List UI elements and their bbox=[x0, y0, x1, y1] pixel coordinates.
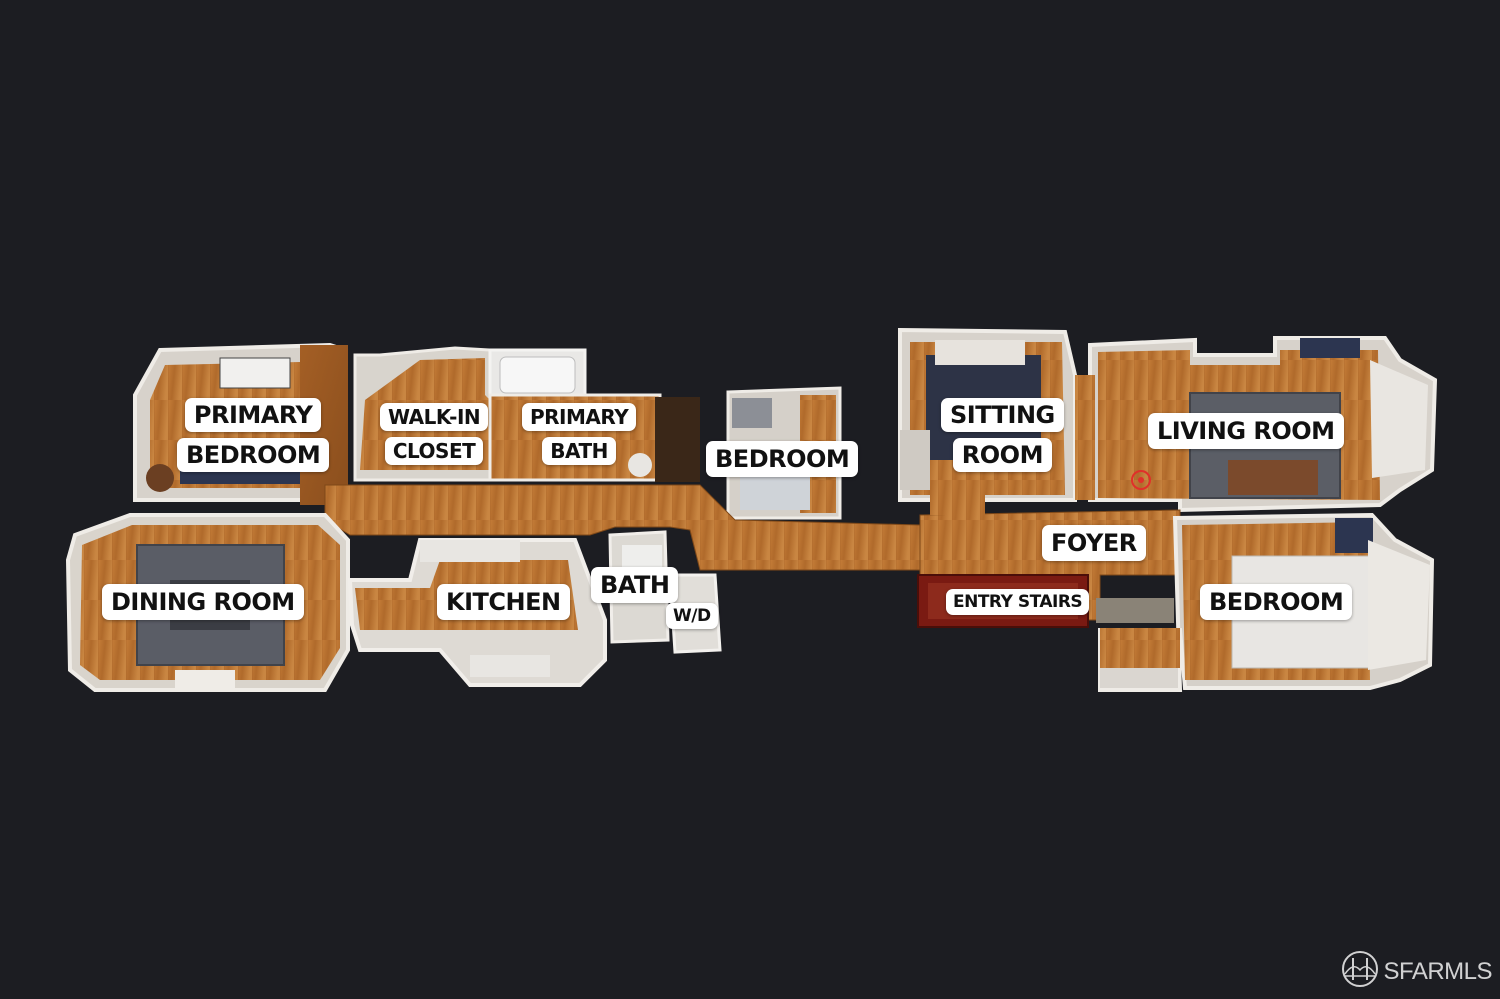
sfar-bridge-logo-icon bbox=[1341, 950, 1379, 993]
label-sitting-room-line2: ROOM bbox=[952, 438, 1052, 472]
sfarmls-watermark-text: SFARMLS bbox=[1383, 957, 1492, 985]
label-primary-bath-line2: BATH bbox=[542, 437, 616, 465]
label-bedroom-lower: BEDROOM bbox=[1200, 584, 1353, 620]
vanity bbox=[655, 397, 700, 482]
label-dining-room: DINING ROOM bbox=[102, 584, 304, 620]
location-marker-icon[interactable] bbox=[1131, 470, 1151, 490]
label-walk-in-closet-line1: WALK-IN bbox=[380, 403, 489, 431]
counter bbox=[470, 655, 550, 677]
label-wd: W/D bbox=[666, 603, 718, 629]
hallway[interactable] bbox=[324, 484, 921, 571]
label-primary-bath-line1: PRIMARY bbox=[522, 403, 637, 431]
sofa bbox=[935, 340, 1025, 365]
label-primary-bedroom: PRIMARY BEDROOM bbox=[168, 394, 338, 476]
chair bbox=[1335, 518, 1373, 553]
chair bbox=[900, 430, 930, 490]
label-bedroom-upper: BEDROOM bbox=[706, 441, 859, 477]
bathtub bbox=[499, 356, 576, 394]
chair bbox=[146, 464, 174, 492]
location-marker-dot bbox=[1138, 477, 1144, 483]
bed bbox=[219, 357, 291, 389]
label-primary-bath: PRIMARY BATH bbox=[514, 400, 644, 468]
label-kitchen: KITCHEN bbox=[437, 584, 570, 620]
room-bedroom-lower[interactable] bbox=[1098, 512, 1435, 692]
counter bbox=[420, 540, 520, 562]
label-sitting-room: SITTING ROOM bbox=[932, 394, 1073, 476]
label-primary-bedroom-line2: BEDROOM bbox=[177, 438, 330, 472]
sfarmls-watermark: SFARMLS bbox=[1341, 950, 1492, 993]
stair-steps bbox=[1096, 598, 1174, 623]
label-bath: BATH bbox=[591, 567, 679, 603]
bay-window bbox=[1370, 360, 1428, 478]
chair bbox=[732, 398, 772, 428]
label-foyer: FOYER bbox=[1042, 525, 1146, 561]
label-walk-in-closet-line2: CLOSET bbox=[384, 437, 484, 465]
label-entry-stairs: ENTRY STAIRS bbox=[946, 589, 1090, 615]
bay-window bbox=[1368, 540, 1430, 670]
label-walk-in-closet: WALK-IN CLOSET bbox=[372, 400, 496, 468]
rug-pattern bbox=[180, 470, 310, 484]
armchair bbox=[1300, 338, 1360, 358]
label-sitting-room-line1: SITTING bbox=[941, 398, 1064, 432]
toilet bbox=[628, 453, 652, 477]
label-primary-bedroom-line1: PRIMARY bbox=[184, 398, 322, 432]
label-living-room: LIVING ROOM bbox=[1148, 413, 1344, 449]
coffee-table bbox=[1228, 460, 1318, 495]
sideboard bbox=[175, 670, 235, 688]
